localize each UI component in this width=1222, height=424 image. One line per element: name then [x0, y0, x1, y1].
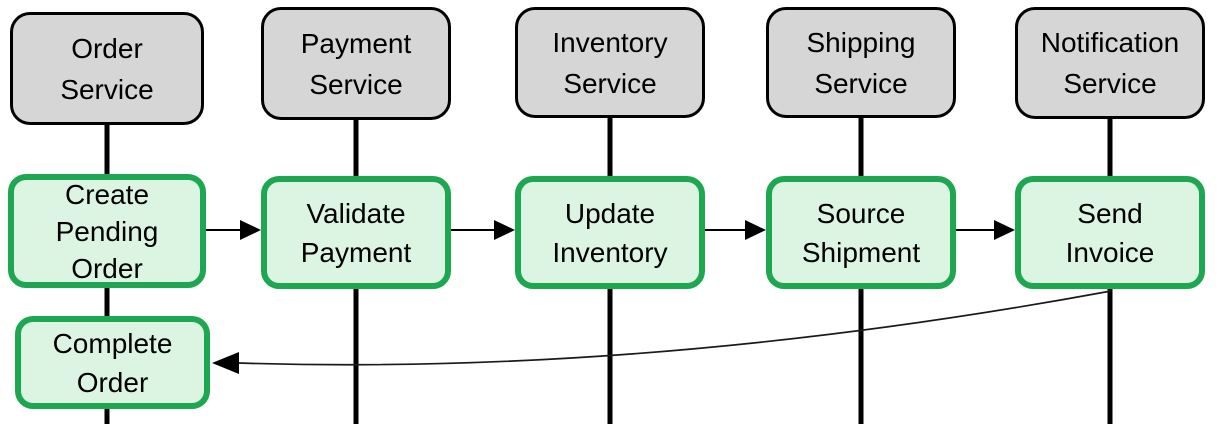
- step-label: Complete: [52, 327, 173, 359]
- service-node-payment: Payment Service: [261, 7, 451, 120]
- flow-arrow-source-to-send: [956, 220, 1015, 240]
- service-label: Service: [309, 68, 403, 100]
- step-label: Order: [71, 252, 143, 284]
- service-node-order: Order Service: [10, 12, 204, 125]
- step-label: Pending: [55, 215, 159, 247]
- service-label: Service: [814, 67, 908, 99]
- service-label: Payment: [300, 27, 412, 59]
- step-node-complete-order: Complete Order: [15, 316, 210, 409]
- step-label: Payment: [300, 236, 412, 268]
- step-node-create-pending-order: Create Pending Order: [8, 174, 206, 288]
- return-arrow-send-invoice-to-complete-order: [212, 290, 1112, 374]
- service-node-inventory: Inventory Service: [515, 7, 705, 118]
- service-label: Shipping: [806, 26, 916, 58]
- flow-arrow-create-to-validate: [206, 220, 261, 240]
- step-label: Order: [76, 366, 149, 398]
- step-label: Validate: [306, 197, 406, 229]
- step-label: Update: [564, 197, 656, 229]
- step-label: Invoice: [1065, 236, 1155, 268]
- step-label: Inventory: [552, 236, 668, 268]
- step-node-validate-payment: Validate Payment: [261, 176, 451, 289]
- flow-arrow-update-to-source: [705, 220, 766, 240]
- step-label: Send: [1077, 197, 1143, 229]
- flow-arrow-validate-to-update: [451, 220, 515, 240]
- service-label: Service: [563, 67, 657, 99]
- step-node-send-invoice: Send Invoice: [1015, 176, 1205, 289]
- service-label: Inventory: [552, 26, 668, 58]
- step-label: Shipment: [801, 236, 921, 268]
- service-node-notification: Notification Service: [1015, 7, 1205, 119]
- service-label: Service: [60, 73, 154, 105]
- service-label: Service: [1063, 68, 1157, 99]
- service-label: Notification: [1040, 27, 1180, 58]
- step-label: Create: [64, 178, 150, 210]
- step-label: Source: [816, 197, 906, 229]
- service-node-shipping: Shipping Service: [766, 7, 956, 118]
- step-node-source-shipment: Source Shipment: [766, 176, 956, 289]
- step-node-update-inventory: Update Inventory: [515, 176, 705, 289]
- service-label: Order: [71, 32, 143, 64]
